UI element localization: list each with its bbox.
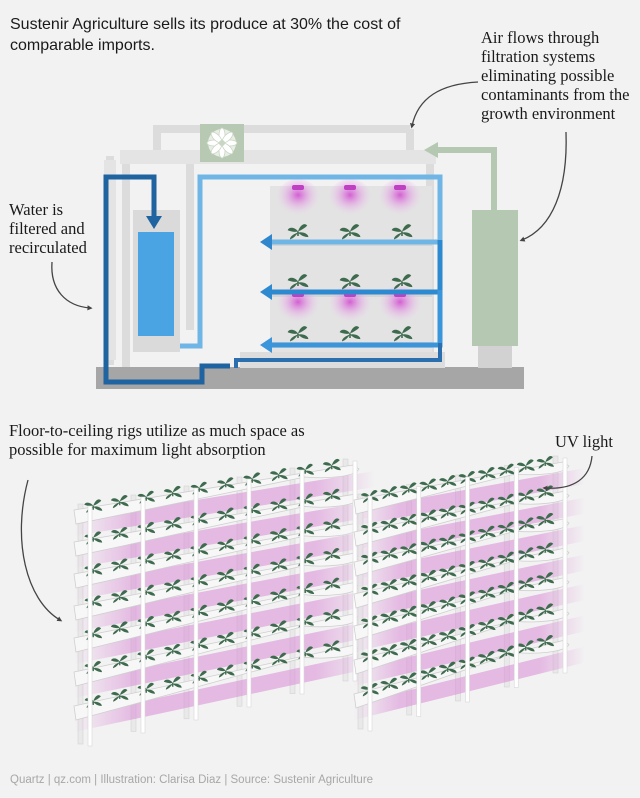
rack-post [417,487,421,717]
rack-post [466,477,470,702]
rack-left [74,459,375,746]
rack-right [354,456,585,731]
curved-arrow-icon [21,480,60,620]
rack-post [368,496,372,731]
rack-post [88,506,92,746]
rack-post [141,497,145,733]
rack-post [514,468,518,688]
rack-post [563,458,567,673]
rack-post [247,479,251,707]
rack-post [194,488,198,720]
rack-post [300,470,304,694]
